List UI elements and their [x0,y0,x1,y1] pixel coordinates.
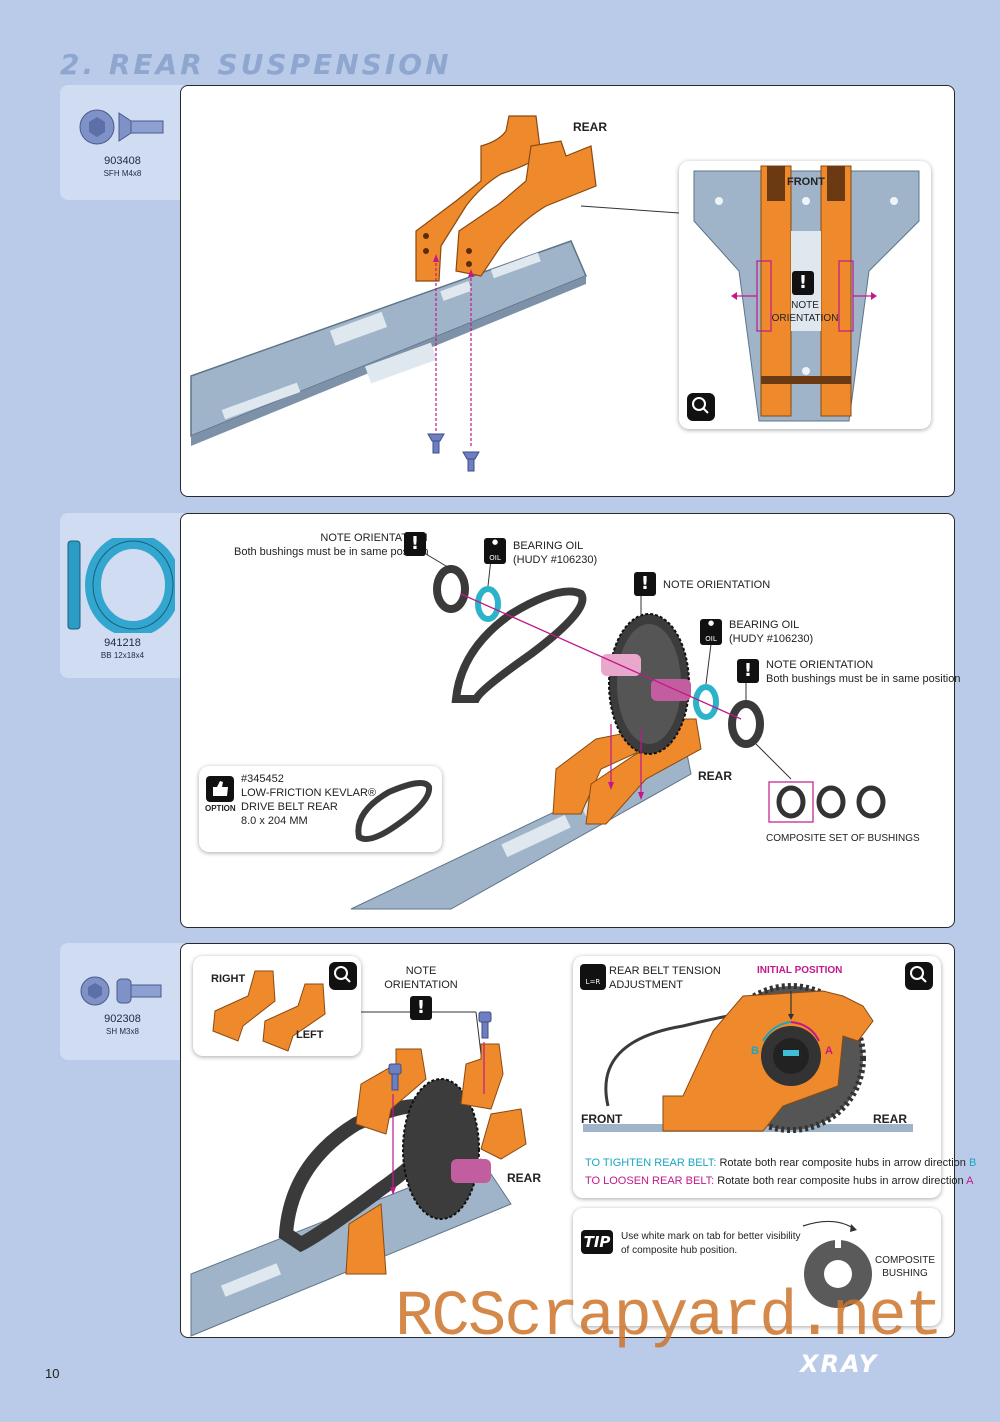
loosen-instruction: TO LOOSEN REAR BELT: Rotate both rear co… [585,1174,973,1188]
bushing-line1: COMPOSITE [874,1255,935,1266]
warning-icon: ! [404,532,426,556]
note-left-title: NOTE ORIENTATION [320,532,428,544]
option-line4: 8.0 x 204 MM [241,815,308,827]
tighten-text: Rotate both rear composite hubs in arrow… [719,1157,966,1169]
left-label: LEFT [296,1029,324,1041]
option-belt-inset: OPTION #345452 LOW-FRICTION KEVLAR® DRIV… [199,766,442,852]
loosen-text: Rotate both rear composite hubs in arrow… [717,1175,964,1187]
oil-right-line2: (HUDY #106230) [729,633,814,645]
right-label: RIGHT [211,973,246,985]
brand-logo: XRAY [800,1350,879,1378]
tension-rear-label: REAR [873,1112,908,1126]
note-line1: NOTE [791,300,819,311]
option-line3: DRIVE BELT REAR [241,801,338,813]
tip-line1: Use white mark on tab for better visibil… [621,1231,801,1242]
parts-tab-step1: 903408 SFH M4x8 [60,85,185,200]
note-left-text: Both bushings must be in same position [234,546,429,558]
drive-belt-icon [355,780,433,842]
option-badge: OPTION [205,804,236,813]
mark-b: B [751,1045,759,1057]
composite-set-label: COMPOSITE SET OF BUSHINGS [766,833,920,844]
oil-drop-icon: ●OIL [484,538,506,564]
parts-tab-step3: 902308 SH M3x8 [60,943,185,1060]
note-line1: NOTE [405,965,437,977]
rear-label: REAR [573,120,608,134]
part-code: 903408 [104,155,141,167]
tighten-instruction: TO TIGHTEN REAR BELT: Rotate both rear c… [585,1156,976,1170]
orientation-detail-inset: FRONT ! NOTE ORIENTATION [679,161,931,429]
ball-bearing-icon [67,538,175,633]
note-right-text: Both bushings must be in same position [766,673,961,685]
diff-assembly-illustration [350,553,886,910]
belt-tension-inset: L=R REAR BELT TENSION ADJUSTMENT INITIAL… [573,956,976,1198]
oil-drop-icon: ●OIL [700,619,722,645]
countersunk-screw-icon [79,109,164,145]
step2-panel: NOTE ORIENTATION Both bushings must be i… [180,513,960,928]
left-right-detail-inset: RIGHT LEFT [193,956,361,1056]
detail-magnifier-icon [687,393,715,421]
tension-front-label: FRONT [581,1112,623,1126]
tension-title-line1: REAR BELT TENSION [609,965,721,977]
tip-inset: TIP Use white mark on tab for better vis… [573,1208,941,1326]
part-code: 902308 [104,1013,141,1025]
front-label: FRONT [787,176,825,188]
parts-tab-step2: 941218 BB 12x18x4 [60,513,185,678]
tension-illustration [583,983,913,1133]
oil-icon-text: OIL [705,635,717,643]
watermark: RCScrapyard.net [395,1282,943,1354]
rear-label: REAR [507,1171,542,1185]
oil-icon-text: OIL [489,554,501,562]
warning-icon: ! [410,996,432,1020]
part-desc: BB 12x18x4 [100,651,145,660]
loosen-mark: A [966,1175,974,1187]
step1-panel: REAR FRONT ! NOTE ORIENTATION [180,85,955,497]
socket-head-screw-icon [80,976,162,1006]
tighten-label: TO TIGHTEN REAR BELT: [585,1157,717,1169]
oil-left-line2: (HUDY #106230) [513,554,598,566]
chassis-assembly-illustration [190,115,680,472]
tension-adjust-icon: L=R [580,964,606,990]
mark-a: A [825,1045,833,1057]
rear-label: REAR [698,769,733,783]
bushing-line2: BUSHING [882,1268,928,1279]
note-line2: ORIENTATION [384,979,458,991]
belt-install-illustration [190,1011,527,1337]
option-icon [206,776,234,802]
warning-icon: ! [634,572,656,596]
tension-icon-text: L=R [586,978,601,986]
tension-title-line2: ADJUSTMENT [609,979,683,991]
oil-left-line1: BEARING OIL [513,540,584,552]
part-code: 941218 [104,637,141,649]
note-right-title: NOTE ORIENTATION [766,659,874,671]
tip-badge: TIP [581,1230,613,1254]
tighten-mark: B [968,1157,977,1169]
bulkhead-pair-illustration [212,970,326,1052]
step3-panel: RIGHT LEFT NOTE ORIENTATION ! REAR L=R R… [180,943,976,1338]
part-desc: SH M3x8 [106,1027,139,1036]
part-desc: SFH M4x8 [103,169,142,178]
option-line2: LOW-FRICTION KEVLAR® [241,787,377,799]
detail-illustration [693,165,920,422]
loosen-label: TO LOOSEN REAR BELT: [585,1175,715,1187]
initial-position-label: INITIAL POSITION [757,965,843,976]
detail-magnifier-icon [905,962,933,990]
note-center: NOTE ORIENTATION [663,579,771,591]
tip-line2: of composite hub position. [621,1245,738,1256]
section-title: 2. REAR SUSPENSION [60,48,452,81]
detail-magnifier-icon [329,962,357,990]
warning-icon: ! [792,271,814,295]
warning-icon: ! [737,659,759,683]
oil-right-line1: BEARING OIL [729,619,800,631]
option-line1: #345452 [241,773,284,785]
page-number: 10 [45,1366,60,1381]
composite-bushing-icon [802,1220,872,1308]
note-line2: ORIENTATION [771,313,839,324]
